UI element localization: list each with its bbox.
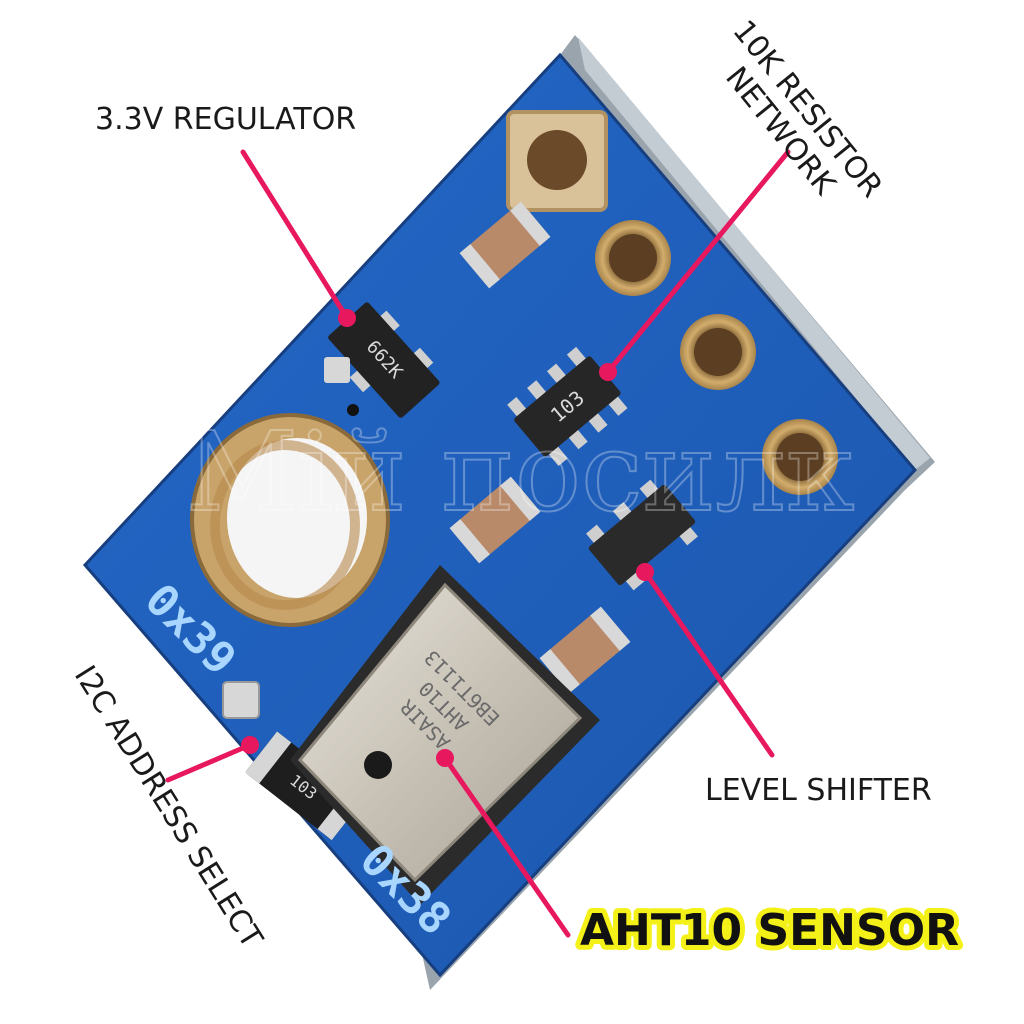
sensor-can	[297, 582, 583, 883]
address-pad	[222, 681, 260, 719]
leader-level-shifter	[642, 569, 775, 758]
label-level-shifter: LEVEL SHIFTER	[705, 773, 932, 808]
mounting-hole	[190, 413, 390, 627]
regulator-chip: 662K	[328, 302, 440, 418]
round-pad-2-hole	[694, 328, 742, 376]
pcb-edge-highlight	[578, 37, 930, 470]
via	[347, 404, 359, 416]
square-pad-hole	[527, 130, 587, 190]
capacitor-right	[539, 606, 631, 694]
header-pads	[506, 110, 838, 495]
label-regulator: 3.3V REGULATOR	[95, 102, 356, 137]
leader-resistor-network	[605, 149, 791, 375]
round-pad-1-hole	[609, 234, 657, 282]
leader-sensor	[442, 755, 571, 938]
capacitor-top	[459, 201, 551, 289]
label-sensor: AHT10 SENSOR	[580, 905, 959, 956]
round-pad-3-hole	[776, 433, 824, 481]
leader-i2c	[165, 742, 253, 783]
capacitor-middle	[449, 476, 541, 564]
leader-dots	[241, 309, 654, 767]
label-sensor-highlight: AHT10 SENSOR	[580, 905, 959, 956]
resistor-network-chip: 103	[507, 346, 628, 466]
aht10-sensor: ASAIR AHT10 EB6T1113	[290, 565, 600, 905]
sensor-port	[364, 751, 392, 779]
small-pad	[324, 357, 350, 383]
leader-regulator	[240, 149, 350, 321]
leader-lines	[165, 149, 791, 938]
watermark: Мій посилк	[185, 408, 854, 536]
level-shifter-chip	[586, 479, 698, 591]
